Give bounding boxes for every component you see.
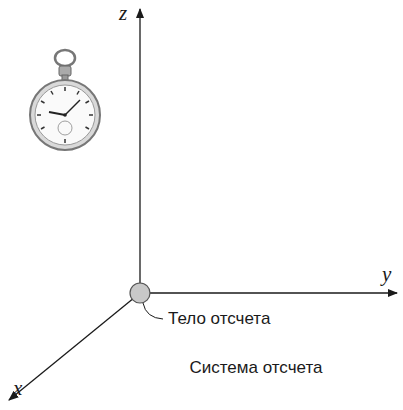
reference-body	[130, 283, 150, 303]
axis-label: z	[119, 1, 127, 26]
y-axis	[140, 292, 397, 293]
pocket-watch	[30, 50, 100, 150]
axis-label: y	[382, 262, 391, 287]
reference-body-label: Тело отсчета	[168, 309, 270, 329]
axis-label: x	[13, 376, 22, 401]
leader-line	[143, 303, 163, 319]
caption: Система отсчета	[190, 358, 323, 378]
x-axis	[9, 293, 140, 400]
z-axis	[139, 9, 140, 293]
